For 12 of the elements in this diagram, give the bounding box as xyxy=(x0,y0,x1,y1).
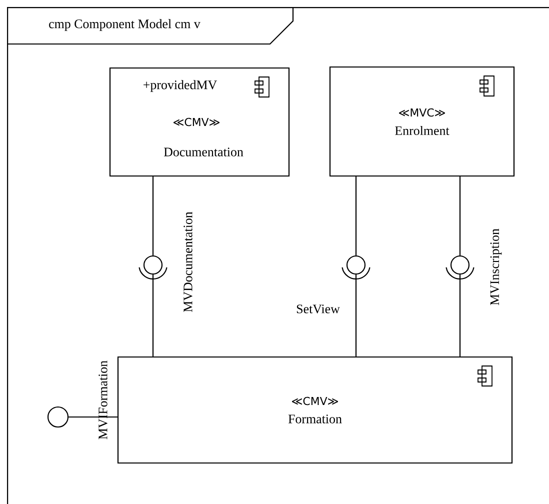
edge-label: MVDocumentation xyxy=(184,212,192,312)
connector-line xyxy=(459,176,461,356)
edge-label: SetView xyxy=(296,304,340,314)
connector-line xyxy=(152,176,154,356)
interface-ball xyxy=(47,406,69,428)
connector-line xyxy=(68,416,118,418)
connector-line xyxy=(355,176,357,356)
component-box: +providedMV ≪CMV≫ Documentation xyxy=(109,67,290,177)
edge-label: MVIFormation xyxy=(98,360,108,440)
edge-label: MVInscription xyxy=(490,228,502,306)
component-box: ≪CMV≫ Formation xyxy=(117,356,513,464)
component-box: ≪MVC≫ Enrolment xyxy=(329,66,515,177)
